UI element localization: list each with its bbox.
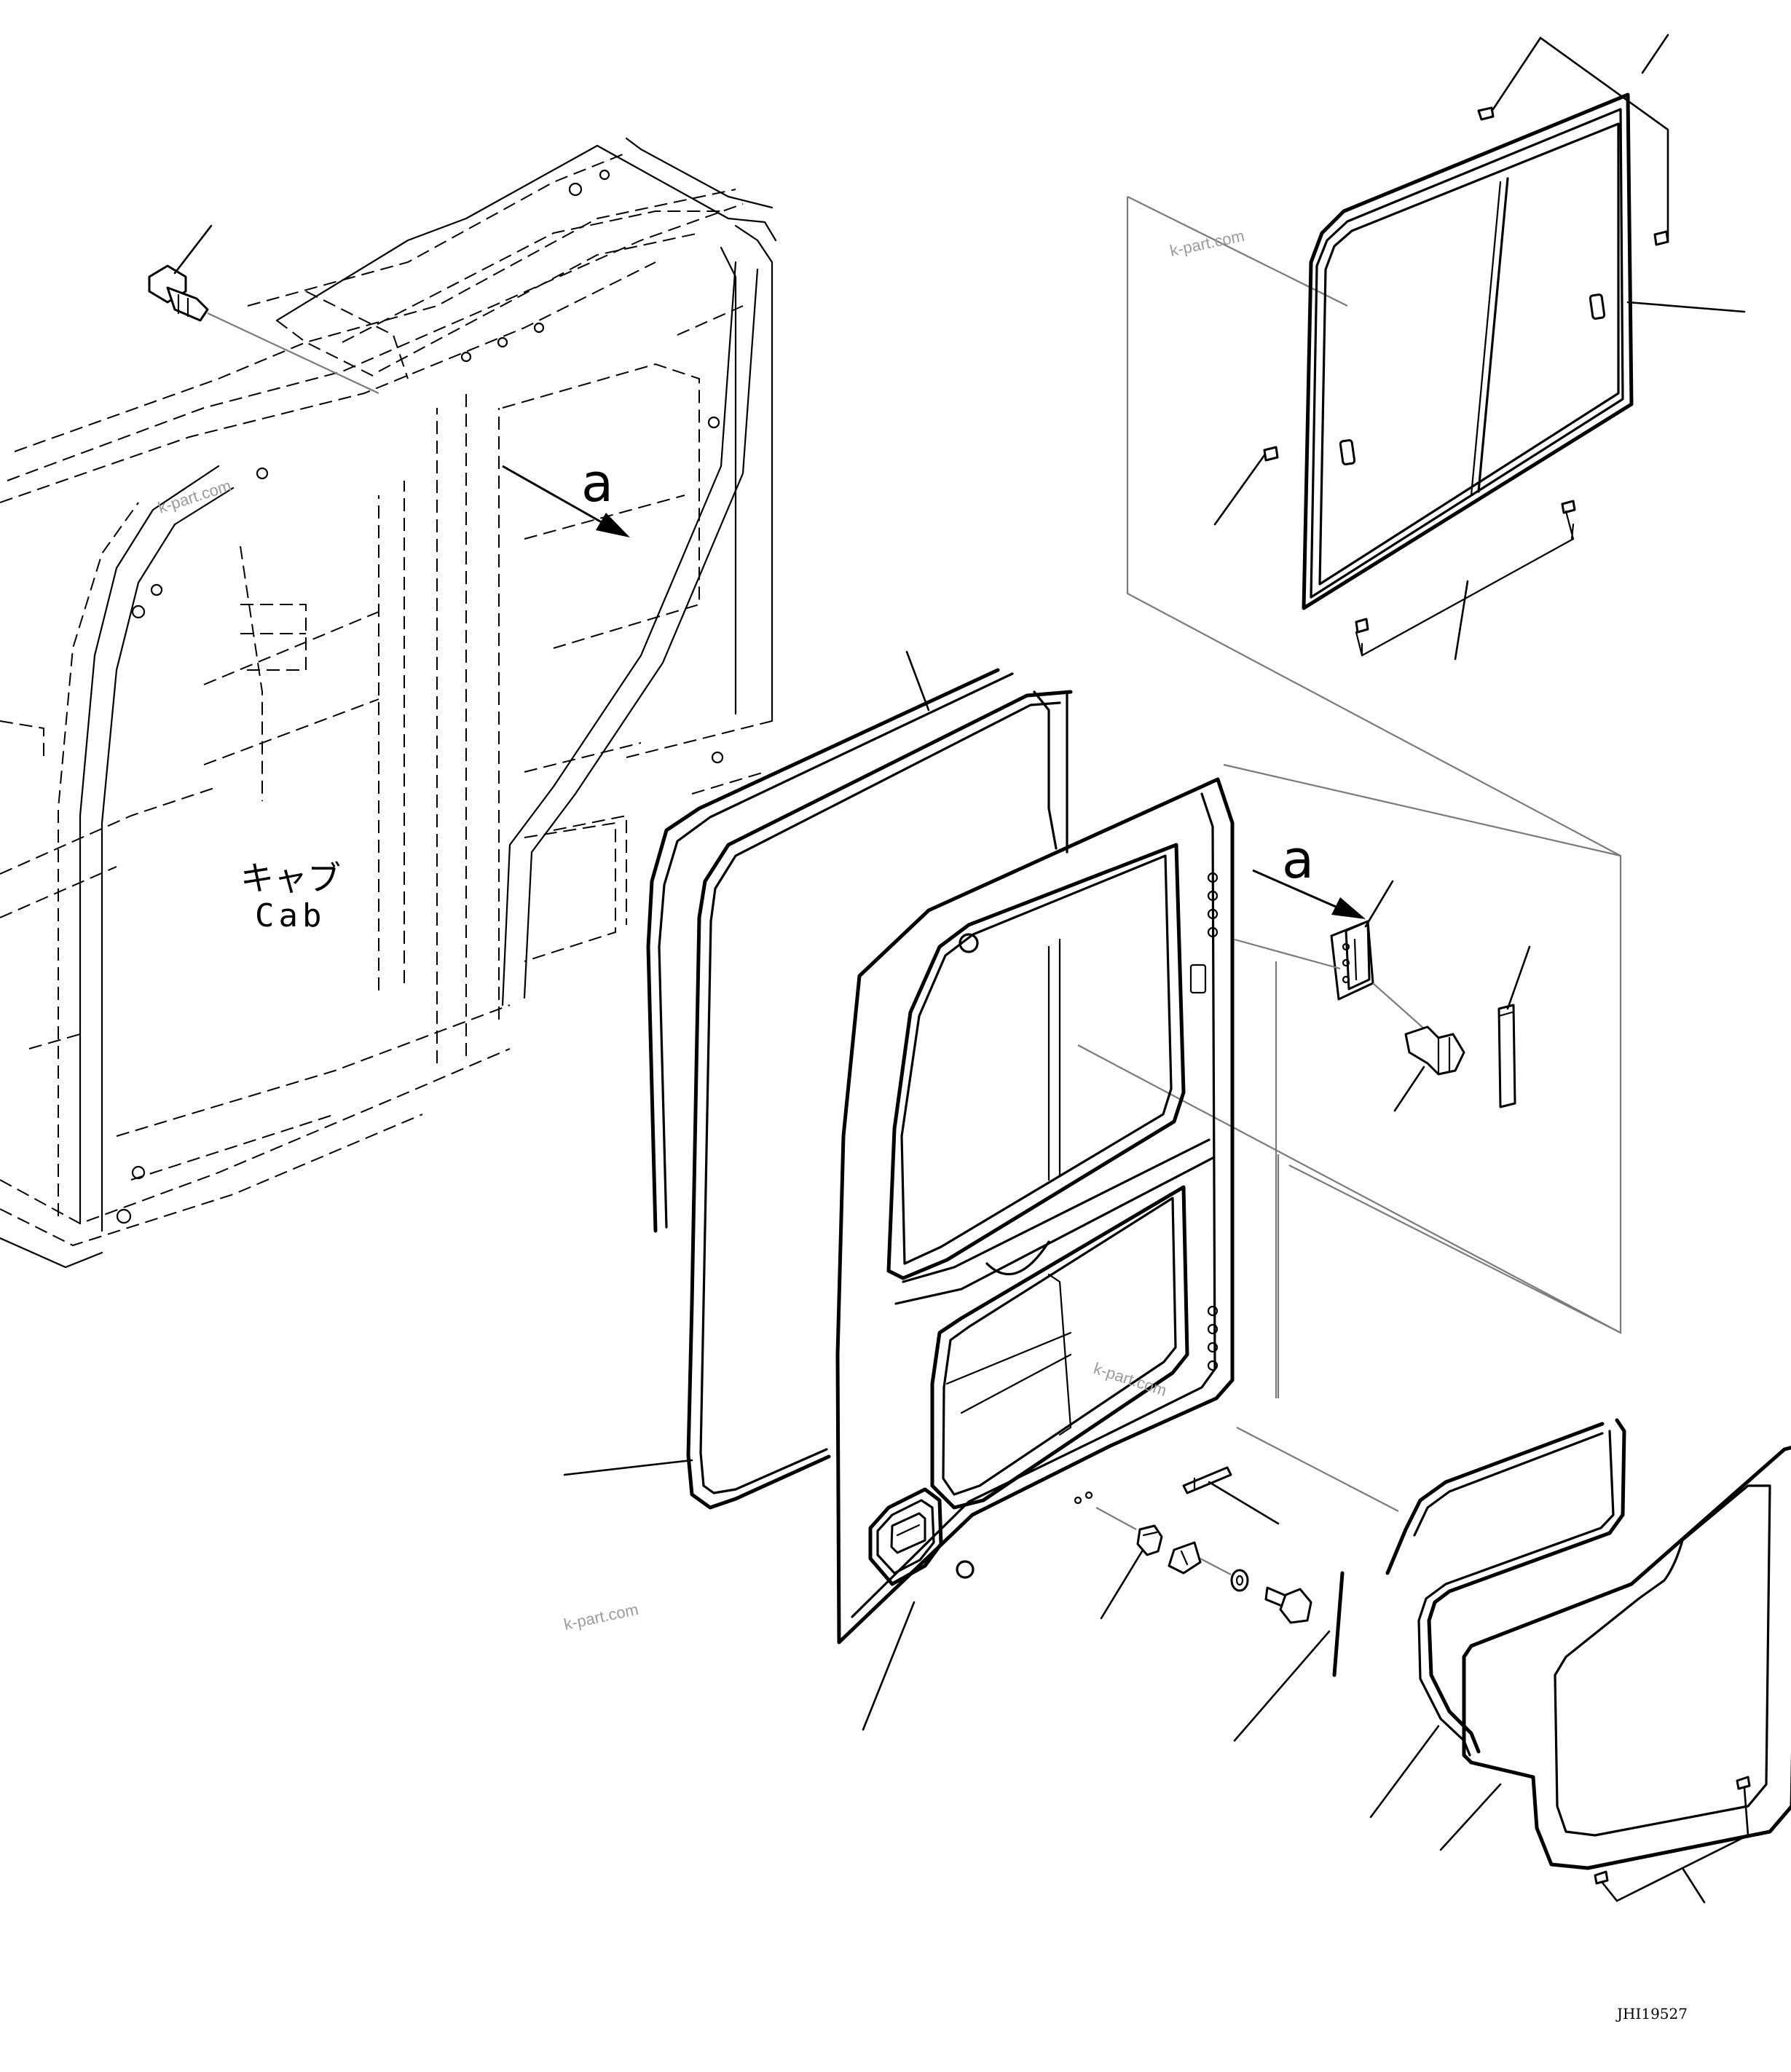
upper-window-clip-3	[1263, 446, 1279, 462]
leader-hinge	[1364, 880, 1394, 928]
lower-glass-clip-1	[1736, 1776, 1751, 1790]
leader-lower-glass-clips	[1601, 1787, 1749, 1904]
stopper-rod-part	[1182, 1466, 1232, 1494]
cab-frame	[0, 137, 777, 1269]
upper-window-clip-5	[1355, 618, 1369, 634]
door-seal	[646, 668, 1073, 1510]
door-upper-window-opening	[886, 843, 1186, 1280]
door-hinge-part	[1330, 920, 1374, 1001]
striker-part	[1136, 1524, 1163, 1556]
leader-shim-plate	[1506, 945, 1531, 1010]
leader-door-seal-top	[905, 650, 930, 712]
door-handle	[868, 1487, 943, 1586]
leader-striker	[1100, 1550, 1144, 1620]
leader-seal-strip	[1233, 1630, 1331, 1742]
cab-bolt-part	[148, 264, 209, 322]
upper-window-clip-1	[1477, 106, 1495, 121]
cab-label-jp: キャブ	[240, 859, 341, 898]
view-marker-label-door: a	[1282, 829, 1314, 890]
view-marker-label-cab: a	[581, 452, 613, 513]
door-bolt-part	[1264, 1586, 1312, 1624]
upper-window-leaders	[1213, 34, 1746, 661]
cab-frame-holes	[116, 169, 724, 1224]
leader-lower-glass	[1439, 1783, 1502, 1851]
shim-plate-part	[1497, 1004, 1516, 1108]
upper-window-assembly	[1077, 92, 1669, 1398]
leader-stopper-rod	[1208, 1481, 1280, 1525]
upper-window-clip-4	[1561, 500, 1576, 514]
view-arrow-door	[1252, 869, 1366, 919]
door-hinge-holes	[1207, 872, 1219, 1371]
washer-part	[1230, 1569, 1249, 1592]
upper-window-frame	[1302, 92, 1634, 610]
upper-window-clip-2	[1653, 230, 1669, 246]
cab-label-en: Cab	[255, 897, 326, 934]
lower-glass-clip-2	[1594, 1870, 1609, 1885]
leader-cab-bolt	[173, 224, 213, 275]
upper-window-slot-right	[1589, 294, 1606, 320]
lower-glass-seal	[1385, 1418, 1626, 1757]
leader-lower-glass-seal	[1369, 1725, 1440, 1819]
leader-door-panel	[862, 1601, 916, 1731]
seal-strip-part	[1332, 1571, 1345, 1677]
drawing-code: JHI19527	[1615, 2005, 1688, 2022]
door-lower-window-opening	[930, 1185, 1189, 1510]
leader-hinge-bolt	[1393, 1065, 1425, 1112]
hinge-bolt-part	[1404, 1025, 1465, 1076]
watermark-4: k-part.com	[562, 1600, 640, 1634]
leader-door-seal-left	[563, 1459, 693, 1476]
latch-plate-part	[1168, 1541, 1202, 1575]
lower-glass	[1462, 1446, 1791, 1870]
watermark-1: k-part.com	[1168, 226, 1246, 260]
view-arrow-cab	[502, 465, 630, 537]
door-panel	[835, 777, 1235, 1644]
upper-window-slot-left	[1339, 439, 1356, 465]
